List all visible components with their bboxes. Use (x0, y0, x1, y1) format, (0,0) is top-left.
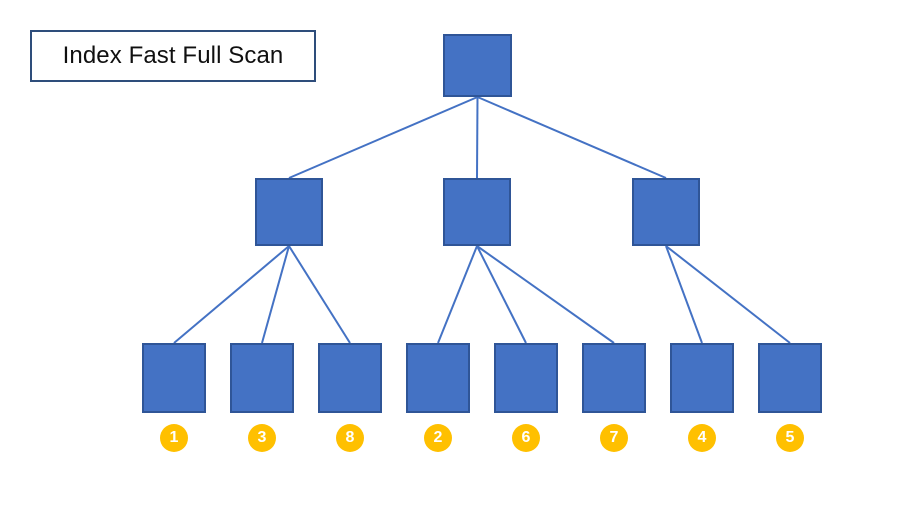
edge-branch-1-to-leaf-2 (261, 245, 290, 344)
scan-order-badge-7: 7 (600, 424, 628, 452)
leaf-node-leaf-4[interactable] (406, 343, 470, 413)
scan-order-badge-1: 1 (160, 424, 188, 452)
branch-node-branch-3[interactable] (632, 178, 700, 246)
edge-branch-2-to-leaf-4 (437, 245, 478, 344)
edge-branch-2-to-leaf-5 (476, 245, 527, 344)
edge-branch-3-to-leaf-7 (665, 245, 703, 344)
branch-node-branch-2[interactable] (443, 178, 511, 246)
leaf-node-leaf-3[interactable] (318, 343, 382, 413)
root-node-root[interactable] (443, 34, 512, 97)
edge-branch-3-to-leaf-8 (665, 245, 791, 344)
leaf-node-leaf-2[interactable] (230, 343, 294, 413)
edge-branch-1-to-leaf-3 (288, 245, 351, 344)
leaf-node-leaf-5[interactable] (494, 343, 558, 413)
edge-branch-1-to-leaf-1 (173, 245, 290, 344)
leaf-node-leaf-7[interactable] (670, 343, 734, 413)
edge-root-to-branch-3 (477, 96, 667, 179)
leaf-node-leaf-6[interactable] (582, 343, 646, 413)
edge-root-to-branch-2 (476, 96, 479, 179)
edge-root-to-branch-1 (288, 96, 478, 179)
scan-order-badge-6: 6 (512, 424, 540, 452)
leaf-node-leaf-8[interactable] (758, 343, 822, 413)
scan-order-badge-5: 5 (776, 424, 804, 452)
legend-label: Index Fast Full Scan (62, 42, 284, 69)
branch-node-branch-1[interactable] (255, 178, 323, 246)
scan-order-badge-2: 2 (424, 424, 452, 452)
leaf-node-leaf-1[interactable] (142, 343, 206, 413)
scan-order-badge-3: 3 (248, 424, 276, 452)
legend-box: Index Fast Full Scan (30, 30, 316, 82)
scan-order-badge-8: 8 (336, 424, 364, 452)
edge-branch-2-to-leaf-6 (476, 245, 615, 344)
scan-order-badge-4: 4 (688, 424, 716, 452)
